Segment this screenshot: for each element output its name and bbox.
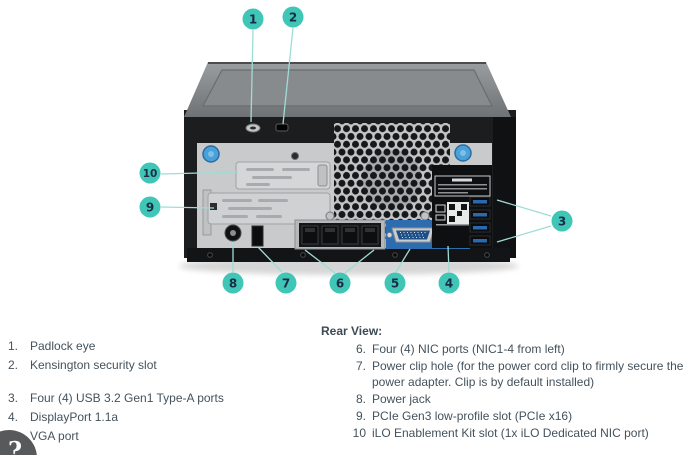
callout-2: 2: [282, 6, 304, 28]
callout-markers: 1 2 3 4 5 6 7 8: [139, 6, 573, 294]
server-rear-diagram: 1 2 3 4 5 6 7 8: [139, 6, 573, 294]
callout-2-label: 2: [289, 11, 297, 25]
callout-1-label: 1: [249, 13, 257, 27]
port-screw: [420, 211, 430, 221]
callout-8-label: 8: [229, 277, 237, 291]
legend-item-number: 6.: [355, 342, 366, 356]
legend-item-text: DisplayPort 1.1a: [30, 410, 119, 424]
legend-item-8: 8. Power jack: [350, 391, 694, 407]
callout-8: 8: [222, 272, 244, 294]
callout-4-label: 4: [445, 277, 453, 291]
callout-7: 7: [275, 272, 297, 294]
leader-line-4: [447, 245, 450, 273]
callout-3: 3: [551, 210, 573, 232]
callout-7-label: 7: [282, 277, 290, 291]
callout-9-label: 9: [146, 201, 154, 215]
top-cover: [184, 62, 511, 117]
legend-item-number: 10: [352, 426, 366, 440]
thumbscrew-right: [454, 144, 472, 162]
callout-1: 1: [242, 8, 264, 30]
legend-item-text: Power jack: [372, 392, 431, 406]
leader-line-3a: [496, 199, 552, 217]
leader-line-9: [160, 206, 215, 209]
leader-line-6a: [304, 249, 336, 274]
legend-item-text: iLO Enablement Kit slot (1x iLO Dedicate…: [372, 426, 649, 440]
regulatory-icons: [435, 204, 469, 226]
legend-item-text: Padlock eye: [30, 339, 96, 353]
callout-9: 9: [139, 196, 161, 218]
ilo-area: [432, 165, 492, 248]
pcie-slot-10-cover: [235, 161, 331, 190]
legend-item-text: Kensington security slot: [30, 358, 157, 372]
leader-line-1: [250, 29, 254, 123]
callout-5: 5: [384, 272, 406, 294]
legend-item-number: 4.: [8, 410, 19, 424]
legend-item-number: 9.: [355, 409, 366, 423]
legend-right-column: 6. Four (4) NIC ports (NIC1-4 from left)…: [350, 341, 694, 442]
padlock-eye: [245, 123, 261, 133]
legend-left-column: 1. Padlock eye 2. Kensington security sl…: [8, 338, 338, 447]
help-button-label: ?: [7, 435, 23, 455]
panel-screw: [291, 152, 299, 160]
rear-panel: [197, 123, 492, 250]
qr-code: [447, 202, 469, 224]
leader-line-5: [395, 248, 411, 273]
legend-item-number: 8.: [355, 392, 366, 406]
thumbscrew-left: [202, 145, 220, 163]
legend-item-number: 7.: [355, 359, 366, 373]
leader-lines: [160, 27, 552, 274]
callout-5-label: 5: [391, 277, 399, 291]
legend-item-2: 2. Kensington security slot: [8, 357, 338, 373]
chassis-base: [187, 248, 510, 262]
legend-item-text: Four (4) USB 3.2 Gen1 Type-A ports: [30, 391, 224, 405]
power-clip: [251, 225, 264, 247]
kensington-slot: [275, 123, 289, 132]
port-screw: [325, 211, 335, 221]
base-screws: [207, 252, 490, 258]
legend-item-3: 3. Four (4) USB 3.2 Gen1 Type-A ports: [8, 390, 338, 406]
legend-spacer: [8, 376, 338, 390]
leader-line-6b: [344, 249, 375, 274]
leader-line-2: [282, 27, 294, 125]
legend-item-text: Power clip hole (for the power cord clip…: [372, 359, 684, 389]
legend-item-number: 2.: [8, 358, 19, 372]
legend-item-number: 1.: [8, 339, 19, 353]
legend-item-6: 6. Four (4) NIC ports (NIC1-4 from left): [350, 341, 694, 357]
callout-10: 10: [139, 162, 161, 184]
legend-item-7: 7. Power clip hole (for the power cord c…: [350, 358, 694, 390]
leader-line-10: [160, 171, 239, 175]
legend-item-5: 5. VGA port: [8, 428, 338, 444]
legend-title: Rear View:: [321, 324, 383, 338]
legend-item-9: 9. PCIe Gen3 low-profile slot (PCIe x16): [350, 408, 694, 424]
callout-6: 6: [329, 272, 351, 294]
vga-port: [386, 227, 440, 243]
legend-item-text: PCIe Gen3 low-profile slot (PCIe x16): [372, 409, 573, 423]
leader-line-3b: [496, 225, 552, 243]
leader-line-7: [257, 246, 283, 273]
power-jack: [224, 224, 242, 242]
legend-item-10: 10 iLO Enablement Kit slot (1x iLO Dedic…: [350, 425, 694, 441]
legend-item-text: Four (4) NIC ports (NIC1-4 from left): [372, 342, 565, 356]
legend-item-text: VGA port: [30, 429, 79, 443]
callout-6-label: 6: [336, 277, 344, 291]
legend-item-4: 4. DisplayPort 1.1a: [8, 409, 338, 425]
callout-10-label: 10: [143, 168, 158, 180]
legend-item-1: 1. Padlock eye: [8, 338, 338, 354]
callout-4: 4: [438, 272, 460, 294]
legend-item-number: 3.: [8, 391, 19, 405]
callout-3-label: 3: [558, 215, 566, 229]
nic-ports: [294, 219, 386, 250]
service-label: [434, 175, 491, 197]
usb-ports: [469, 196, 491, 246]
